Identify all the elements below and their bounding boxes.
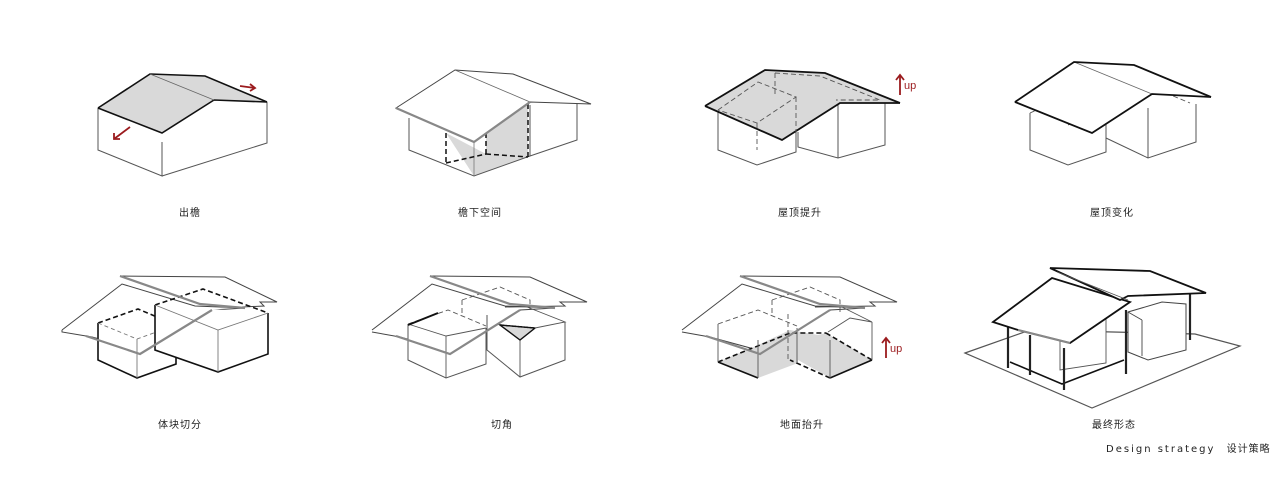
step-label: 屋顶提升 xyxy=(778,208,822,219)
step-label: 体块切分 xyxy=(158,420,202,431)
arrow-up-icon xyxy=(881,336,891,358)
step-label: 地面抬升 xyxy=(780,420,824,431)
title-chinese: 设计策略 xyxy=(1226,444,1271,455)
isometric-house-1 xyxy=(97,73,268,177)
isometric-house-5 xyxy=(61,274,278,379)
up-annotation: up xyxy=(890,343,903,355)
diagram-roof-change: 屋顶变化 xyxy=(0,0,1280,230)
step-label: 切角 xyxy=(491,420,513,431)
step-label: 最终形态 xyxy=(1092,420,1136,431)
title-english: Design strategy xyxy=(1106,444,1216,455)
isometric-house-3 xyxy=(704,69,905,166)
diagram-roof-raise: up 屋顶提升 xyxy=(0,0,960,230)
diagram-volume-split: 体块切分 xyxy=(0,0,320,477)
isometric-house-2 xyxy=(394,69,592,177)
arrow-up-icon xyxy=(895,73,905,95)
up-annotation: up xyxy=(904,80,917,92)
isometric-house-7 xyxy=(681,274,898,379)
diagram-title: Design strategy 设计策略 xyxy=(1106,440,1271,455)
step-label: 檐下空间 xyxy=(458,208,502,219)
diagram-corner-cut: 切角 xyxy=(371,274,588,431)
arrow-right-icon xyxy=(239,83,257,92)
arrow-down-left-icon xyxy=(113,126,131,140)
step-label: 屋顶变化 xyxy=(1090,208,1134,219)
diagram-eave-overhang: 出檐 xyxy=(0,0,320,230)
step-label: 出檐 xyxy=(179,208,201,219)
isometric-house-4 xyxy=(1014,61,1212,166)
diagram-ground-raise: up 地面抬升 xyxy=(681,274,903,431)
diagram-under-eave-space: 檐下空间 xyxy=(0,0,640,230)
isometric-house-6 xyxy=(371,274,588,379)
